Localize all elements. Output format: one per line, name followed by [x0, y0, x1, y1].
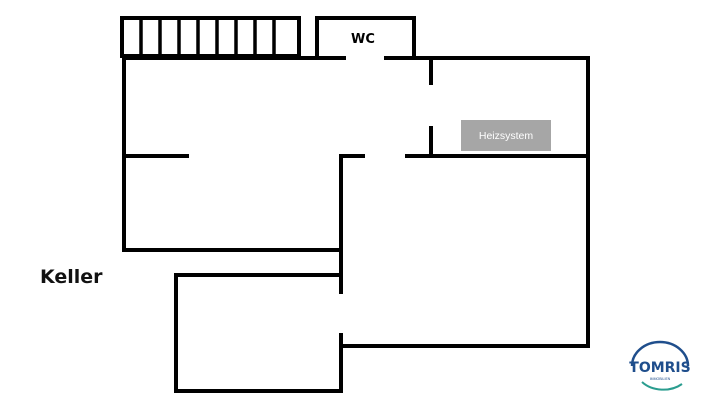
lower-room-walls	[174, 273, 343, 393]
heating-system-box	[461, 120, 551, 151]
logo-arc	[630, 340, 690, 367]
stair-treads	[139, 18, 276, 56]
wc-label: WC	[351, 32, 375, 47]
logo-name: TOMRIS	[629, 360, 690, 376]
company-logo: TOMRIS IMMOBILIEN	[629, 340, 691, 391]
large-room-walls	[341, 154, 590, 348]
logo-tagline: IMMOBILIEN	[650, 377, 671, 381]
heating-system-label: Heizsystem	[479, 130, 534, 142]
floor-label: Keller	[40, 266, 103, 288]
logo-arc-accent	[641, 381, 683, 391]
wc-walls	[315, 16, 416, 58]
walls	[120, 16, 590, 393]
